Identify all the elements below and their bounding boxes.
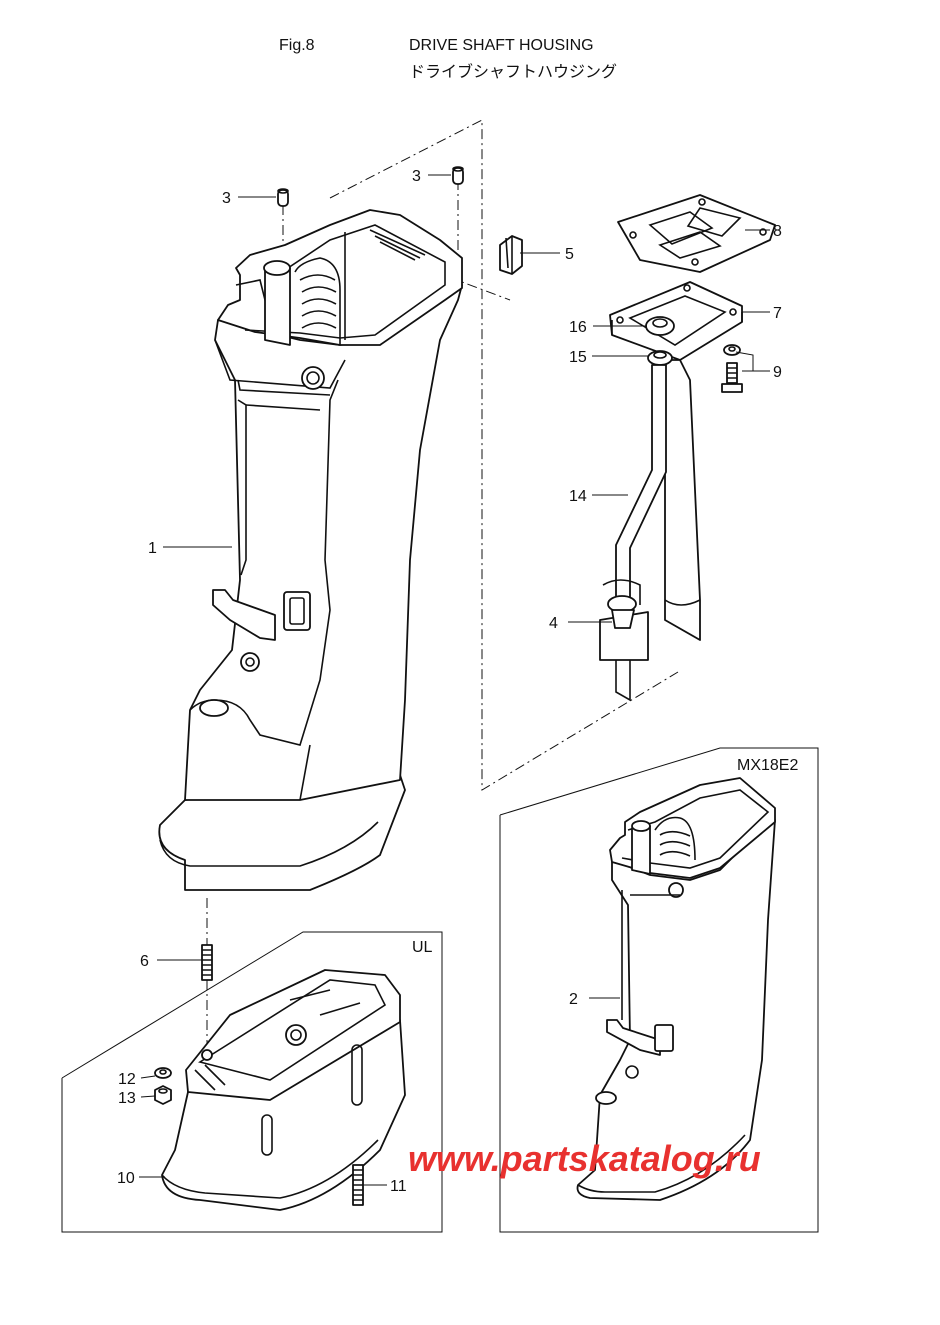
callout-10: 10 (117, 1170, 135, 1187)
mx18e2-top-deck (609, 777, 776, 879)
part-3-dowel-pin-right (452, 166, 464, 185)
ul-box-frame (61, 931, 443, 1233)
callout-15: 15 (569, 349, 587, 366)
housing-lower-port (199, 699, 229, 717)
part-14-water-tube (599, 364, 667, 702)
part-3-dowel-pin-left (277, 188, 289, 207)
housing-base-flange (158, 774, 406, 891)
figure-number: Fig.8 (279, 37, 315, 54)
part-1-drive-shaft-housing (158, 209, 463, 891)
ul-box-label: UL (412, 939, 433, 956)
callout-2: 2 (569, 991, 578, 1008)
callout-14: 14 (569, 488, 587, 505)
mx18e2-box-frame (499, 747, 819, 1233)
callout-3-right: 3 (412, 168, 421, 185)
watermark-text: www.partskatalog.ru (408, 1138, 761, 1179)
housing-side-bracket (212, 589, 276, 641)
callout-1: 1 (148, 540, 157, 557)
part-9-bolt (721, 362, 743, 393)
housing-shaft-bore (263, 260, 291, 276)
callout-7: 7 (773, 305, 782, 322)
ul-extension-boss (285, 1024, 307, 1046)
ul-variant-box: UL (61, 931, 443, 1233)
part-10-ul-extension (161, 969, 406, 1211)
mx18e2-shaft-tube (631, 825, 651, 875)
part-4-lower-grommet (607, 595, 637, 629)
part-12-washer (154, 1067, 172, 1079)
callout-12: 12 (118, 1071, 136, 1088)
diagram-title-english: DRIVE SHAFT HOUSING (409, 37, 594, 54)
callout-leaders (139, 174, 770, 1186)
callout-6: 6 (140, 953, 149, 970)
callout-numbers: 1 2 3 3 4 5 6 7 8 9 10 11 12 13 14 15 16 (117, 168, 782, 1195)
part-5-rubber-clip (499, 235, 523, 275)
ul-extension-stud-hole (201, 1049, 213, 1061)
callout-4: 4 (549, 615, 558, 632)
housing-body (184, 279, 463, 801)
callout-13: 13 (118, 1090, 136, 1107)
housing-lower-boss (240, 652, 260, 672)
callout-16: 16 (569, 319, 587, 336)
callout-3-left: 3 (222, 190, 231, 207)
callout-11: 11 (390, 1178, 407, 1195)
callout-9: 9 (773, 364, 782, 381)
part-13-nut (154, 1085, 172, 1105)
housing-bolt-boss (301, 366, 325, 390)
part-7-exhaust-plate (609, 281, 743, 641)
mx18e2-variant-box: MX18E2 (499, 747, 819, 1233)
part-6-stud-bolt (201, 944, 213, 981)
mx18e2-box-label: MX18E2 (737, 757, 798, 774)
diagram-title-japanese: ドライブシャフトハウジング (409, 64, 618, 81)
part-15-seal (647, 350, 673, 366)
callout-8: 8 (773, 223, 782, 240)
part-16-grommet (645, 316, 675, 336)
part-8-gasket (617, 194, 776, 273)
callout-5: 5 (565, 246, 574, 263)
dashed-frame-line (329, 119, 679, 791)
exhaust-tube-stub (664, 359, 701, 641)
housing-shaft-tube (264, 267, 291, 346)
part-11-stud-bolt (352, 1164, 364, 1206)
part-2-mx18e2-housing (576, 777, 776, 1201)
part-9-washer (723, 344, 741, 356)
